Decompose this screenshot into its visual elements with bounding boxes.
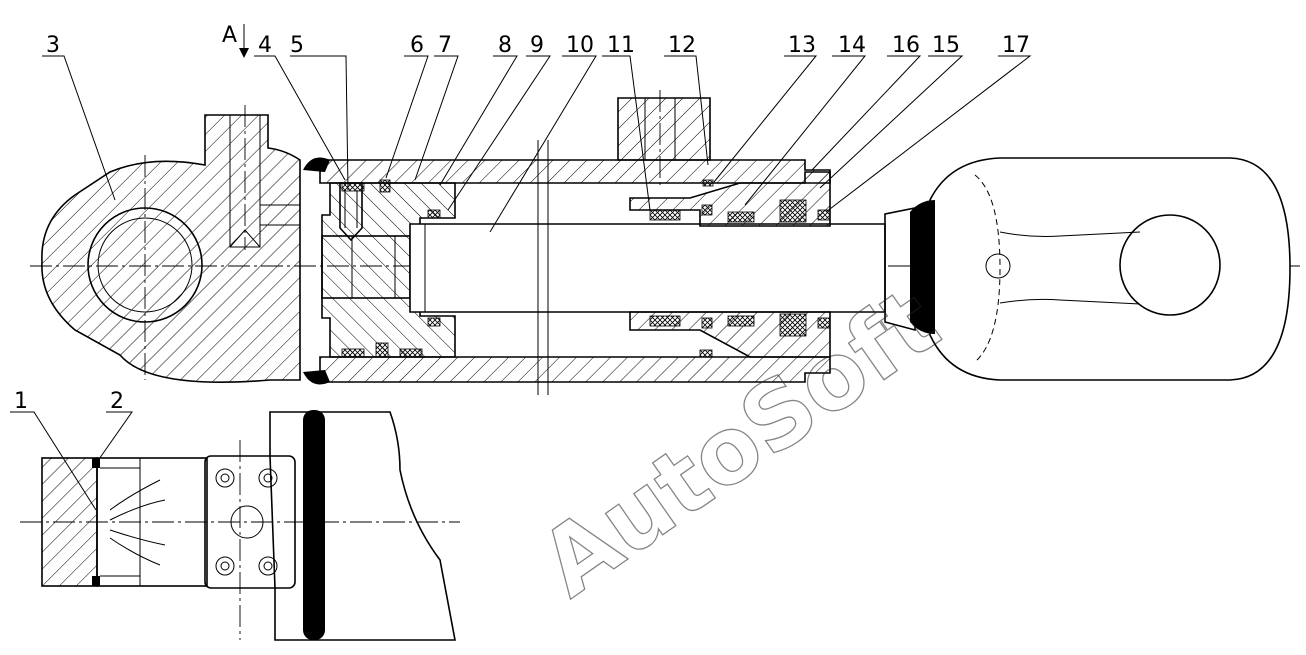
part-label-6: 6 bbox=[410, 33, 424, 58]
base-eye-bore bbox=[87, 207, 203, 323]
part-label-5: 5 bbox=[290, 33, 304, 58]
piston-rod bbox=[409, 223, 886, 313]
view-a-housing bbox=[269, 411, 456, 641]
part-label-11: 11 bbox=[607, 33, 635, 58]
part-label-4: 4 bbox=[258, 33, 272, 58]
section-marker: A bbox=[222, 23, 249, 58]
mounting-plate bbox=[204, 455, 296, 589]
rod-eye bbox=[929, 157, 1291, 381]
part-label-8: 8 bbox=[498, 33, 512, 58]
rod-eye-bore bbox=[1119, 214, 1221, 316]
part-label-17: 17 bbox=[1002, 33, 1030, 58]
section-marker-label: A bbox=[222, 23, 237, 48]
part-label-13: 13 bbox=[788, 33, 816, 58]
end-cap bbox=[41, 457, 98, 587]
base-oil-port bbox=[229, 114, 261, 248]
part-label-10: 10 bbox=[566, 33, 594, 58]
break-line bbox=[537, 140, 549, 395]
cylinder-base bbox=[41, 114, 301, 384]
rod-eye-pin-hole bbox=[985, 253, 1011, 279]
part-label-15: 15 bbox=[932, 33, 960, 58]
main-section-view bbox=[30, 90, 1300, 395]
rod-neck bbox=[884, 207, 916, 332]
part-label-14: 14 bbox=[838, 33, 866, 58]
part-label-12: 12 bbox=[668, 33, 696, 58]
piston bbox=[321, 182, 456, 358]
seal-set bbox=[341, 179, 831, 358]
piston-screw bbox=[339, 182, 363, 242]
part-label-16: 16 bbox=[892, 33, 920, 58]
view-a-partial bbox=[20, 410, 460, 641]
part-label-7: 7 bbox=[438, 33, 452, 58]
part-label-9: 9 bbox=[530, 33, 544, 58]
part-label-2: 2 bbox=[110, 389, 124, 414]
base-eye-bushing bbox=[97, 217, 193, 313]
view-a-black-band bbox=[303, 410, 325, 640]
tube-port-boss bbox=[617, 97, 711, 161]
cylinder-tube-upper-wall bbox=[319, 159, 831, 184]
tube-port-hole bbox=[644, 97, 676, 161]
part-label-3: 3 bbox=[46, 33, 60, 58]
part-labels: 3 4 5 6 7 8 9 10 11 12 13 14 16 15 17 1 bbox=[10, 33, 1032, 511]
rod-end-black-ring bbox=[910, 200, 935, 334]
part-label-1: 1 bbox=[14, 389, 28, 414]
